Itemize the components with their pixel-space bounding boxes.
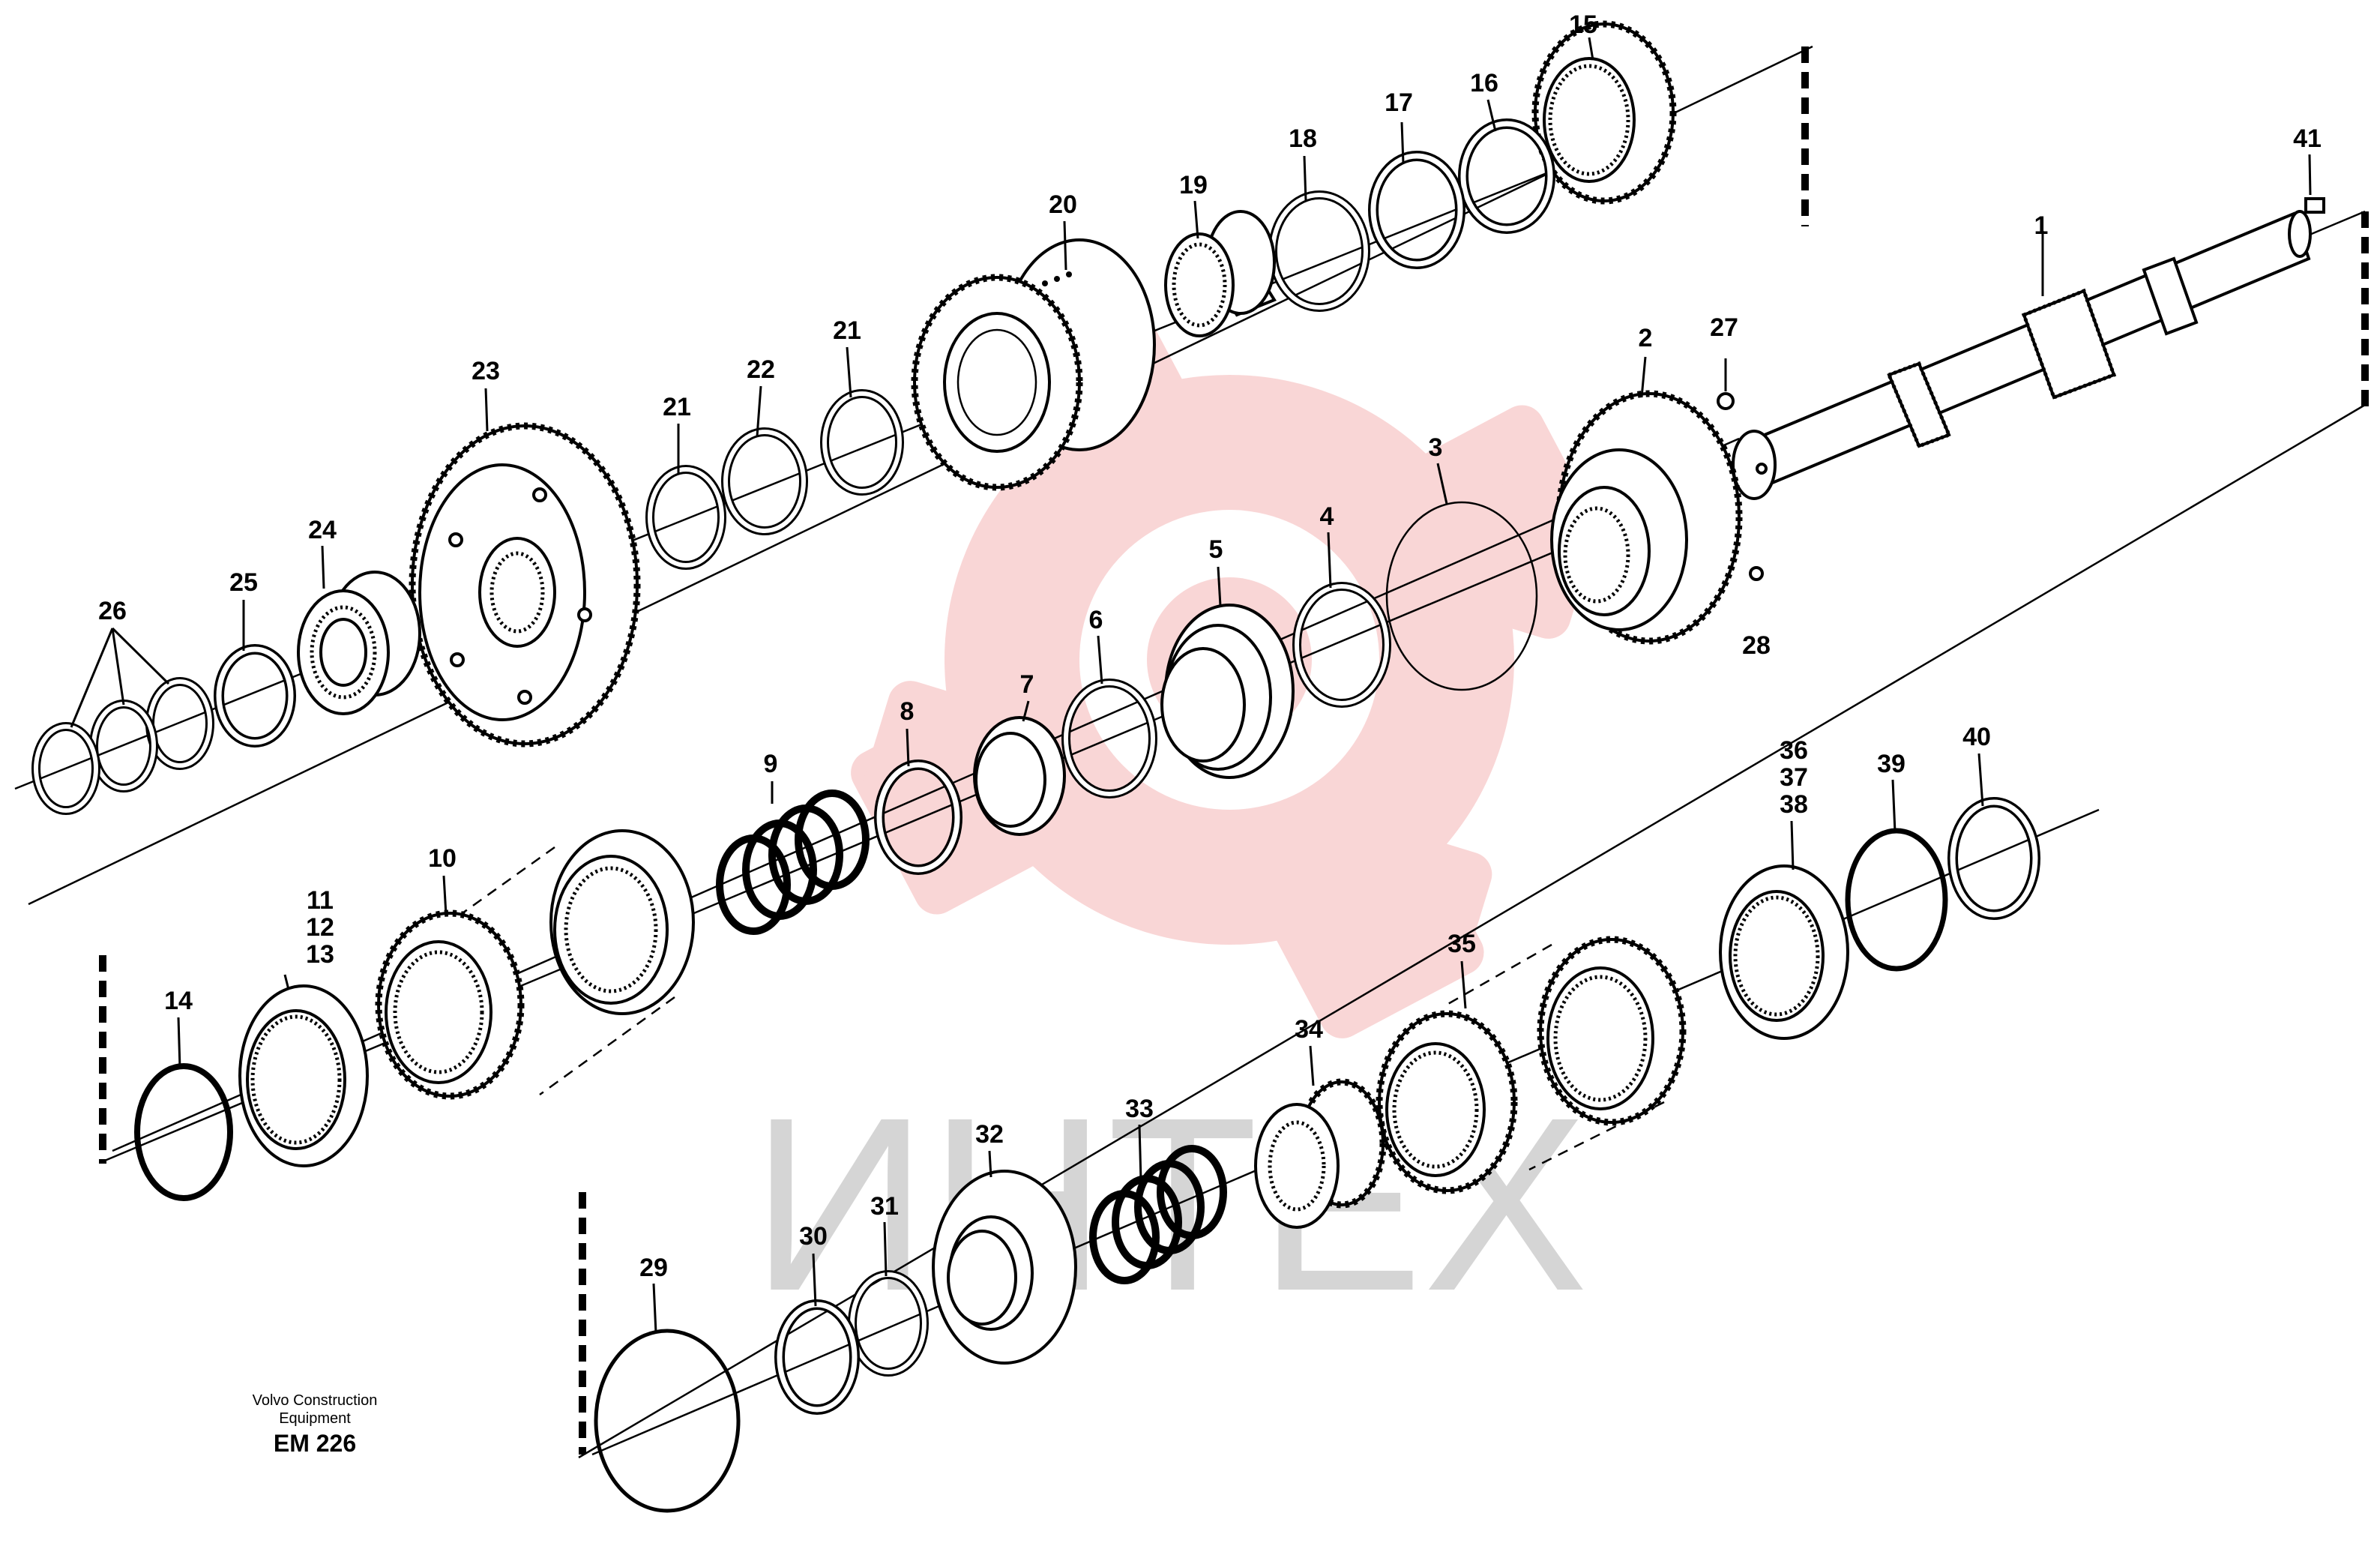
part-25-snap-ring <box>214 644 296 748</box>
part-15-gear <box>1531 20 1677 205</box>
callout-2: 2 <box>1639 324 1653 352</box>
callout-11: 11 <box>307 886 334 915</box>
caption-line-2: Equipment <box>279 1410 351 1427</box>
callout-5: 5 <box>1209 535 1223 564</box>
callout-4: 4 <box>1320 502 1334 531</box>
part-1-main-shaft <box>1732 210 2312 500</box>
callout-17: 17 <box>1385 88 1413 117</box>
callout-10: 10 <box>428 844 457 873</box>
callout-31: 31 <box>870 1192 899 1221</box>
part-9-spring <box>716 789 870 935</box>
callout-20: 20 <box>1049 190 1077 219</box>
callout-19: 19 <box>1179 171 1208 199</box>
caption-block: Volvo Construction Equipment EM 226 <box>253 1392 378 1457</box>
part-14-snap-ring <box>134 1063 233 1201</box>
part-41-pin <box>2304 197 2325 214</box>
callout-1: 1 <box>2034 211 2049 240</box>
part-7-washer <box>973 716 1066 836</box>
callout-25: 25 <box>229 568 258 597</box>
callout-6: 6 <box>1089 606 1103 634</box>
callout-3: 3 <box>1429 433 1443 462</box>
part-3-o-ring <box>1385 501 1538 691</box>
callout-21-left: 21 <box>663 393 691 421</box>
callout-35: 35 <box>1447 930 1476 958</box>
callout-24: 24 <box>308 516 337 544</box>
part-40-snap-ring <box>1947 797 2040 920</box>
part-27-ball <box>1717 392 1735 410</box>
part-17-ring <box>1368 151 1465 269</box>
callout-26: 26 <box>98 597 127 625</box>
callout-37: 37 <box>1780 763 1808 792</box>
part-39-ring <box>1845 828 1948 972</box>
callout-27: 27 <box>1710 313 1738 342</box>
part-34-hub-gear <box>1254 1078 1387 1229</box>
callout-22: 22 <box>747 355 775 384</box>
callout-28: 28 <box>1742 631 1771 660</box>
callout-13: 13 <box>306 940 334 969</box>
part-4-ring <box>1292 582 1391 708</box>
part-11-12-13-disc <box>238 984 369 1167</box>
part-6-ring <box>1061 679 1157 798</box>
part-16-snap-ring <box>1458 118 1555 234</box>
callout-8: 8 <box>900 697 915 726</box>
part-5-piston <box>1160 604 1295 779</box>
callout-16: 16 <box>1470 69 1498 97</box>
callout-32: 32 <box>975 1120 1004 1149</box>
part-36-37-38-disc <box>1719 864 1849 1040</box>
callout-40: 40 <box>1962 723 1991 751</box>
part-22-ring <box>721 427 808 535</box>
part-21-ring-right <box>820 389 904 496</box>
part-19-needle-bearing <box>1164 210 1277 337</box>
callout-29: 29 <box>639 1254 668 1282</box>
callout-7: 7 <box>1020 670 1034 699</box>
part-35-clutch-discs <box>1376 936 1687 1194</box>
callout-12: 12 <box>306 913 334 942</box>
callout-36: 36 <box>1780 736 1808 765</box>
part-24-roller-bearing <box>297 571 421 715</box>
part-10-clutch-discs <box>375 829 695 1100</box>
caption-line-1: Volvo Construction <box>253 1392 378 1409</box>
callout-41: 41 <box>2293 124 2322 153</box>
callout-15: 15 <box>1569 10 1597 39</box>
callout-38: 38 <box>1780 790 1808 819</box>
part-29-o-ring <box>594 1329 741 1513</box>
part-23-large-gear <box>409 422 641 748</box>
callout-labels: 15 16 17 18 19 20 21 22 21 23 24 25 26 4… <box>98 10 2322 1282</box>
caption-code: EM 226 <box>274 1430 356 1457</box>
callout-23: 23 <box>472 357 500 385</box>
part-31-ring <box>848 1270 929 1377</box>
callout-39: 39 <box>1877 750 1905 778</box>
callout-21-right: 21 <box>833 316 861 345</box>
part-21-ring-left <box>645 465 726 570</box>
part-33-spring <box>1089 1145 1227 1284</box>
part-32-piston <box>932 1170 1077 1365</box>
part-30-snap-ring <box>774 1299 860 1415</box>
part-28-ball <box>1749 566 1764 581</box>
part-8-snap-ring <box>874 760 962 875</box>
part-20-drum-gear <box>911 238 1156 491</box>
callout-33: 33 <box>1125 1095 1154 1123</box>
callout-leaders <box>70 37 2312 1334</box>
callout-18: 18 <box>1289 124 1317 153</box>
part-2-gear <box>1550 390 1743 645</box>
callout-30: 30 <box>799 1222 828 1251</box>
callout-34: 34 <box>1295 1015 1323 1044</box>
callout-9: 9 <box>764 750 778 778</box>
callout-14: 14 <box>164 987 193 1015</box>
